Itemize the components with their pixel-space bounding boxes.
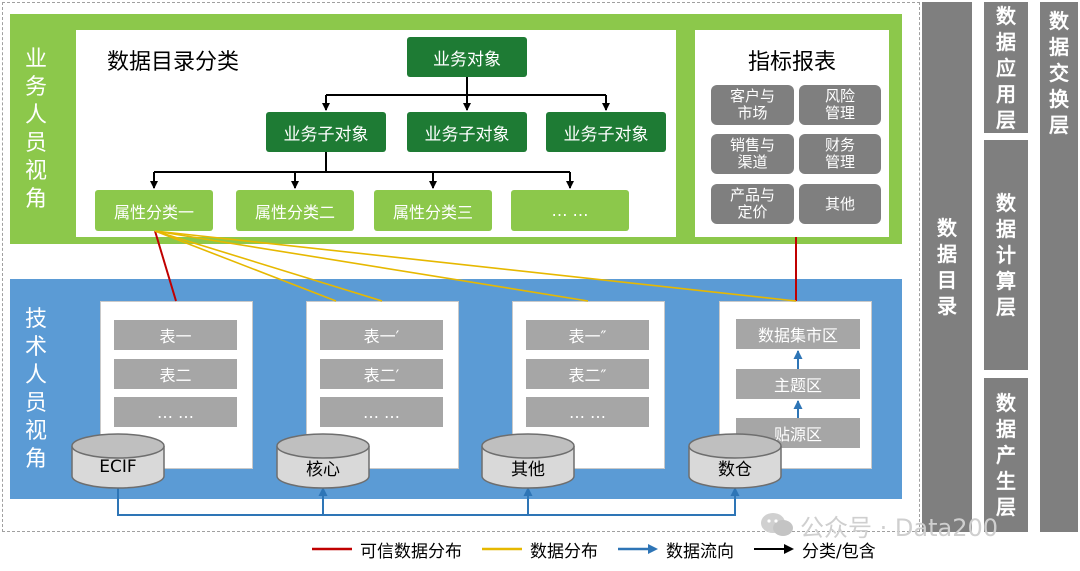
- watermark: 公众号 · Data200: [760, 508, 998, 542]
- table-row: 表二′: [320, 359, 443, 389]
- legend-label: 数据流向: [666, 541, 734, 562]
- table-row: … …: [320, 397, 443, 427]
- database-label-core: 核心: [306, 459, 340, 480]
- database-label-warehouse: 数仓: [718, 459, 752, 480]
- table-row: … …: [526, 397, 649, 427]
- catalog-title: 数据目录分类: [107, 50, 240, 75]
- warehouse-mart-zone: 数据集市区: [736, 319, 860, 349]
- watermark-text: 公众号 · Data200: [800, 513, 998, 542]
- sub-object-2: 业务子对象: [407, 112, 527, 152]
- table-row: … …: [114, 397, 237, 427]
- table-row: 表二″: [526, 359, 649, 389]
- database-cylinder-warehouse: [688, 433, 782, 489]
- table-row: 表一′: [320, 320, 443, 350]
- business-view-label: 业务人员视角: [24, 47, 47, 212]
- indicator-risk-management: 风险 管理: [799, 85, 881, 125]
- database-cylinder-ecif: [71, 433, 165, 489]
- attribute-category-more: … …: [511, 190, 629, 231]
- legend-label: 数据分布: [530, 541, 598, 562]
- data-flow-bus: [117, 486, 740, 516]
- database-label-other: 其他: [511, 459, 545, 480]
- hierarchy-arrows-level1: [322, 77, 610, 111]
- attribute-category-3: 属性分类三: [374, 190, 492, 231]
- warehouse-subject-zone: 主题区: [736, 369, 860, 399]
- indicator-sales-channel: 销售与 渠道: [711, 134, 794, 174]
- column-data-application-layer: 数据应用层: [984, 2, 1028, 133]
- indicator-customer-market: 客户与 市场: [711, 85, 794, 125]
- legend-swatch-yellow-line: [482, 547, 522, 551]
- hierarchy-arrows-level2: [150, 152, 574, 189]
- database-cylinder-other: [481, 433, 575, 489]
- column-data-production-layer: 数据产生层: [984, 378, 1028, 532]
- attribute-category-2: 属性分类二: [236, 190, 354, 231]
- legend-item-trusted: 可信数据分布: [312, 537, 462, 562]
- database-label-ecif: ECIF: [99, 457, 137, 477]
- attribute-category-1: 属性分类一: [95, 190, 213, 231]
- trusted-distribution-lines: [154, 230, 797, 302]
- sub-object-1: 业务子对象: [266, 112, 386, 152]
- table-row: 表一: [114, 320, 237, 350]
- outer-frame: [2, 2, 920, 532]
- legend-label: 分类/包含: [802, 541, 876, 562]
- legend-item-flow: 数据流向: [618, 537, 734, 562]
- indicator-other: 其他: [799, 184, 881, 224]
- tech-view-label: 技术人员视角: [24, 307, 47, 472]
- business-object-root: 业务对象: [407, 37, 527, 77]
- database-cylinder-core: [276, 433, 370, 489]
- legend: 可信数据分布 数据分布 数据流向 分类/包含: [312, 536, 876, 562]
- table-row: 表二: [114, 359, 237, 389]
- warehouse-source-zone: 贴源区: [736, 418, 860, 448]
- indicator-finance-management: 财务 管理: [799, 134, 881, 174]
- legend-item-classification: 分类/包含: [754, 537, 876, 562]
- column-data-exchange-layer: 数据交换层: [1040, 2, 1078, 532]
- legend-swatch-blue-arrow: [618, 544, 658, 554]
- legend-label: 可信数据分布: [360, 541, 462, 562]
- data-distribution-lines: [154, 230, 797, 302]
- legend-item-distribution: 数据分布: [482, 537, 598, 562]
- column-data-compute-layer: 数据计算层: [984, 140, 1028, 370]
- indicator-product-pricing: 产品与 定价: [711, 184, 794, 224]
- wechat-icon: [761, 513, 793, 536]
- legend-swatch-red-line: [312, 547, 352, 551]
- column-data-catalog: 数据目录: [922, 2, 972, 532]
- table-row: 表一″: [526, 320, 649, 350]
- sub-object-3: 业务子对象: [546, 112, 666, 152]
- legend-swatch-black-arrow: [754, 544, 794, 554]
- indicator-title: 指标报表: [747, 50, 836, 75]
